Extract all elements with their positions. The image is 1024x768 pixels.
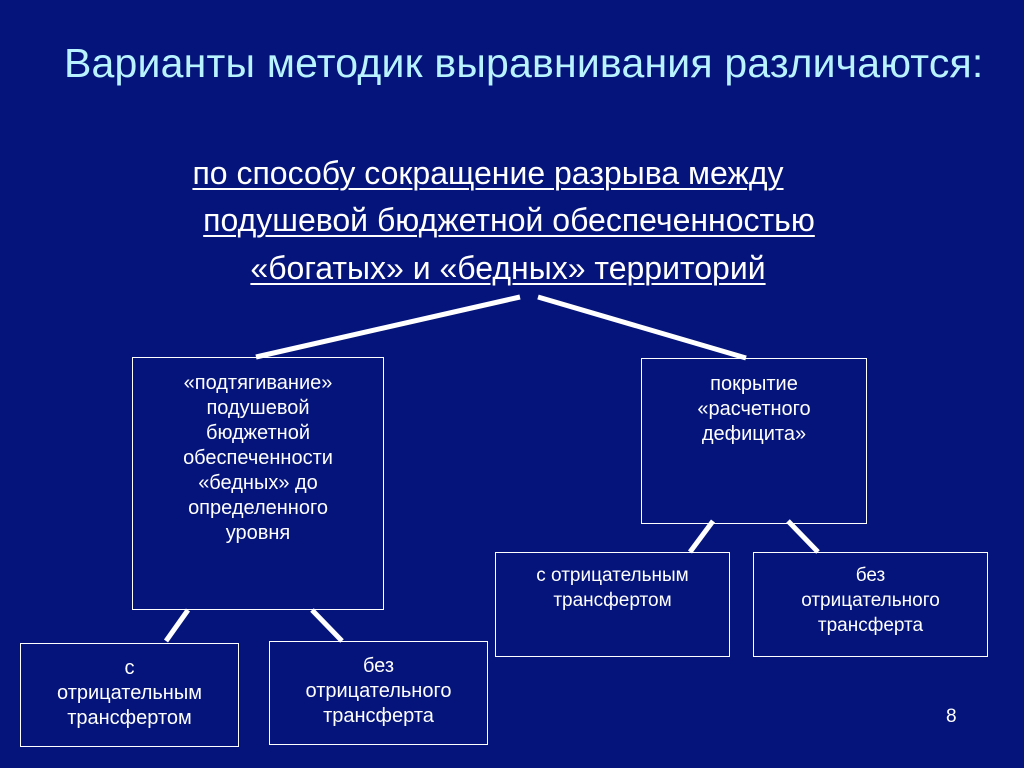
criterion-line-3: «богатых» и «бедных» территорий	[0, 250, 1024, 287]
box-lr-line-2: отрицательного	[305, 680, 452, 702]
box-left-line-1: «подтягивание»	[183, 372, 333, 394]
box-rl-line-1: с отрицательным	[536, 565, 689, 586]
criterion-line-1-text: по способу сокращение разрыва между	[192, 155, 784, 191]
connector-right-with	[687, 519, 716, 554]
box-left-line-2: подушевой	[206, 397, 310, 419]
box-ll-line-3: трансфертом	[67, 707, 192, 729]
box-right-line-2: «расчетного	[697, 398, 811, 420]
box-right-line-3: дефицита»	[701, 423, 807, 445]
box-rr-line-2: отрицательного	[801, 590, 940, 611]
box-rr-line-3: трансферта	[817, 615, 924, 636]
slide-title: Варианты методик выравнивания различаютс…	[64, 40, 984, 86]
criterion-line-3-text: «богатых» и «бедных» территорий	[250, 250, 766, 286]
box-rl-line-2: трансфертом	[553, 590, 672, 611]
page-number: 8	[946, 706, 957, 727]
criterion-line-2: подушевой бюджетной обеспеченностью	[0, 202, 1024, 239]
box-left-line-4: обеспеченности	[183, 447, 333, 469]
box-left-line-3: бюджетной	[205, 422, 311, 444]
connector-root-right	[537, 294, 747, 361]
connector-left-without	[310, 608, 344, 643]
box-lr-line-3: трансферта	[323, 705, 434, 727]
box-lr-line-1: без	[362, 655, 395, 677]
box-right-deficit-coverage: покрытие «расчетного дефицита»	[641, 358, 867, 524]
box-ll-line-2: отрицательным	[57, 682, 202, 704]
box-left-with-negative-transfer: с отрицательным трансфертом	[20, 643, 239, 747]
criterion-line-1: по способу сокращение разрыва между	[0, 155, 1024, 192]
box-left-line-6: определенного	[188, 497, 328, 519]
box-right-without-negative-transfer: без отрицательного трансферта	[753, 552, 988, 657]
box-right-with-negative-transfer: с отрицательным трансфертом	[495, 552, 730, 657]
criterion-line-2-text: подушевой бюджетной обеспеченностью	[203, 202, 815, 238]
box-ll-line-1: с	[124, 657, 135, 679]
box-right-line-1: покрытие	[710, 373, 798, 395]
box-left-line-7: уровня	[225, 522, 291, 544]
box-left-without-negative-transfer: без отрицательного трансферта	[269, 641, 488, 745]
box-rr-line-1: без	[855, 565, 886, 586]
connector-right-without	[786, 519, 820, 554]
connector-root-left	[255, 294, 521, 360]
box-left-line-5: «бедных» до	[198, 472, 318, 494]
connector-left-with	[163, 608, 191, 643]
box-left-pull-up: «подтягивание» подушевой бюджетной обесп…	[132, 357, 384, 610]
